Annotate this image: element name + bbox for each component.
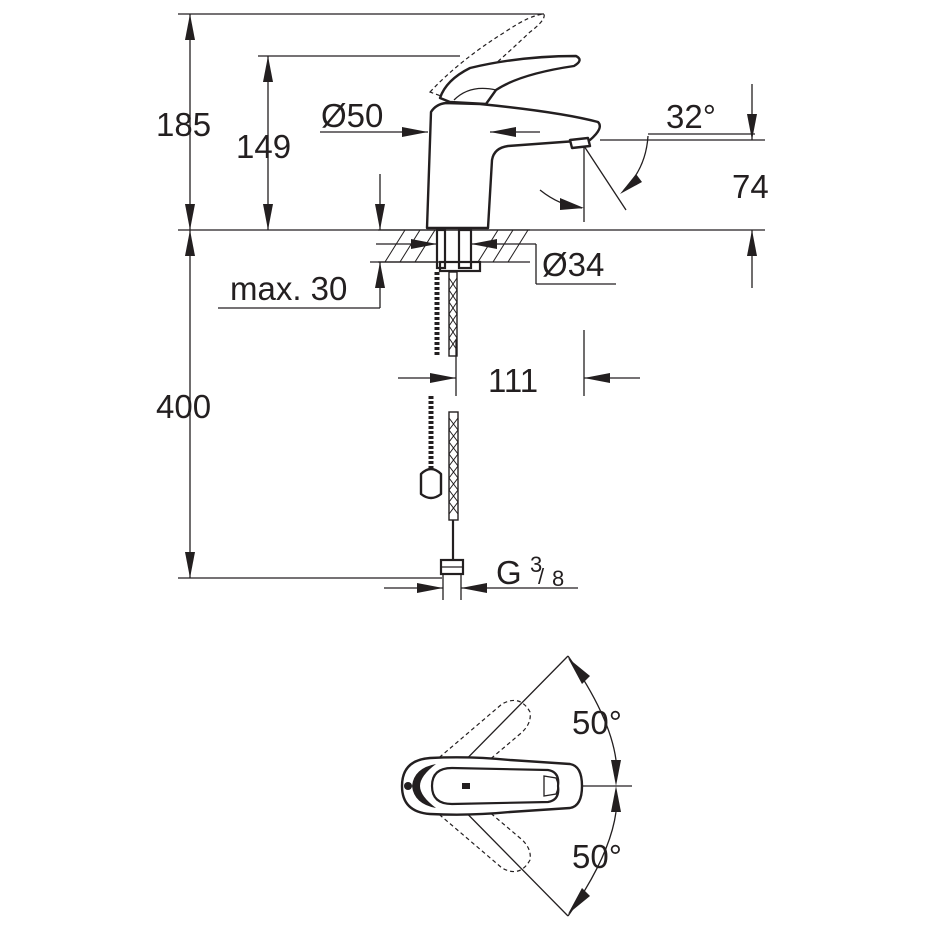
dim-111-label: 111 [488,362,538,399]
hoses-upper [434,271,458,357]
dim-g38-label-den: 8 [552,566,564,591]
dim-30-label: max. 30 [230,270,347,307]
dim-34-label: Ø34 [542,246,604,283]
lever-handle [438,54,581,106]
dim-32-label: 32° [666,98,716,135]
dim-149-label: 149 [236,128,291,165]
angle-bottom-label: 50° [572,838,622,875]
dim-185-label: 185 [156,106,211,143]
indicator-mark [462,783,470,789]
spout-outlet [568,136,592,150]
dim-g38-label-g: G [496,554,522,591]
top-view: 50° 50° [400,655,632,917]
dim-g38-label-slash: / [538,564,545,589]
lever-detail [453,87,497,101]
lever-top-highlight [412,764,436,808]
fixing-nut [438,260,482,273]
pull-rod-weight [419,467,443,500]
lever-ghost-upper [432,699,531,779]
countertop-hatch [378,229,530,263]
dim-32-angle-line [583,145,627,211]
lever-ghost-lower [432,793,531,873]
angle-top-label: 50° [572,704,622,741]
dim-50-label: Ø50 [321,97,383,134]
dim-400-label: 400 [156,388,211,425]
shank-right [457,228,473,270]
faucet-body [425,101,601,230]
side-view: 185 149 Ø50 32° 74 [156,13,769,600]
dim-74-label: 74 [732,168,769,205]
faucet-top-body [400,756,584,816]
indicator-dot [404,782,412,790]
hoses-lower [419,396,465,600]
dim-g38-label-num: 3 [530,552,542,577]
spout-top-outlet [543,775,559,797]
